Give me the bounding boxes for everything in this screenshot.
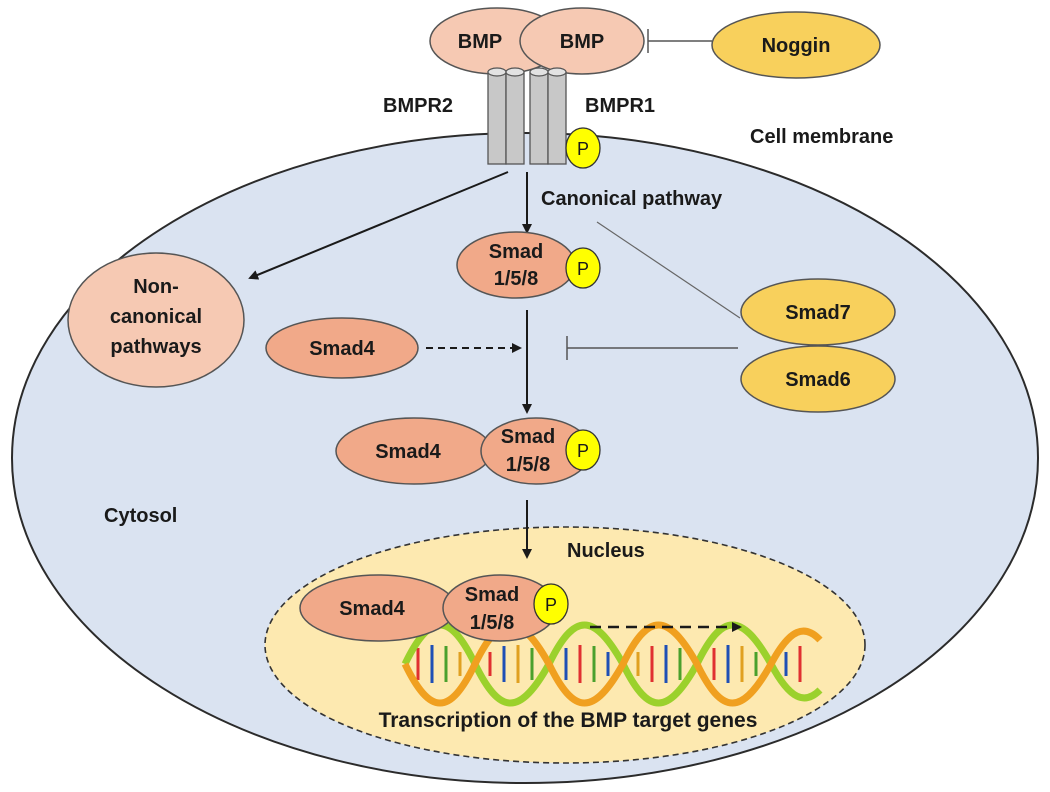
receptor-phospho-label: P (577, 139, 589, 159)
smad158-upper-phospho-badge (565, 247, 601, 289)
smad158-upper-phospho-label: P (577, 259, 589, 279)
noggin-label: Noggin (762, 35, 831, 57)
smad6-label: Smad6 (785, 369, 851, 391)
smad7-label: Smad7 (785, 302, 851, 324)
dna-helix-icon (401, 621, 823, 707)
non-canonical-line1: Non- (133, 276, 179, 298)
nuclear-smad158-line1: Smad (465, 584, 519, 606)
nuclear-smad158-line2: 1/5/8 (470, 612, 514, 634)
smad7 (740, 278, 896, 346)
smad6 (740, 345, 896, 413)
complex-phospho-badge (565, 429, 601, 471)
bmp-left-label: BMP (458, 31, 502, 53)
smad4-free (265, 317, 419, 379)
non-canonical-pathways (67, 252, 245, 388)
bmp-receptor-complex (487, 67, 567, 165)
cytosol-label: Cytosol (104, 505, 177, 527)
nuclear-smad4-label: Smad4 (339, 598, 405, 620)
complex-smad158-line2: 1/5/8 (506, 454, 550, 476)
smad4-free-label: Smad4 (309, 338, 375, 360)
bmp-right-label: BMP (560, 31, 604, 53)
nucleus-label: Nucleus (567, 540, 645, 562)
smad158-upper-line2: 1/5/8 (494, 268, 538, 290)
non-canonical-line2: canonical (110, 306, 202, 328)
non-canonical-line3: pathways (110, 336, 201, 358)
complex-smad158-line1: Smad (501, 426, 555, 448)
complex-smad4-label: Smad4 (375, 441, 441, 463)
arrow-receptor-to-noncanonical (248, 171, 509, 280)
bmpr1-label: BMPR1 (585, 95, 655, 117)
smad158-upper-line1: Smad (489, 241, 543, 263)
smad7-to-canonical-line (596, 221, 741, 319)
noggin (711, 11, 881, 79)
complex-phospho-label: P (577, 441, 589, 461)
canonical-pathway-label: Canonical pathway (541, 188, 723, 210)
nuclear-phospho-badge (533, 583, 569, 625)
cell-membrane-label: Cell membrane (750, 126, 893, 148)
bmp-ligand-right (519, 7, 645, 75)
nuclear-phospho-label: P (545, 595, 557, 615)
receptor-phospho-badge (565, 127, 601, 169)
transcription-label: Transcription of the BMP target genes (379, 709, 758, 732)
bmpr2-label: BMPR2 (383, 95, 453, 117)
